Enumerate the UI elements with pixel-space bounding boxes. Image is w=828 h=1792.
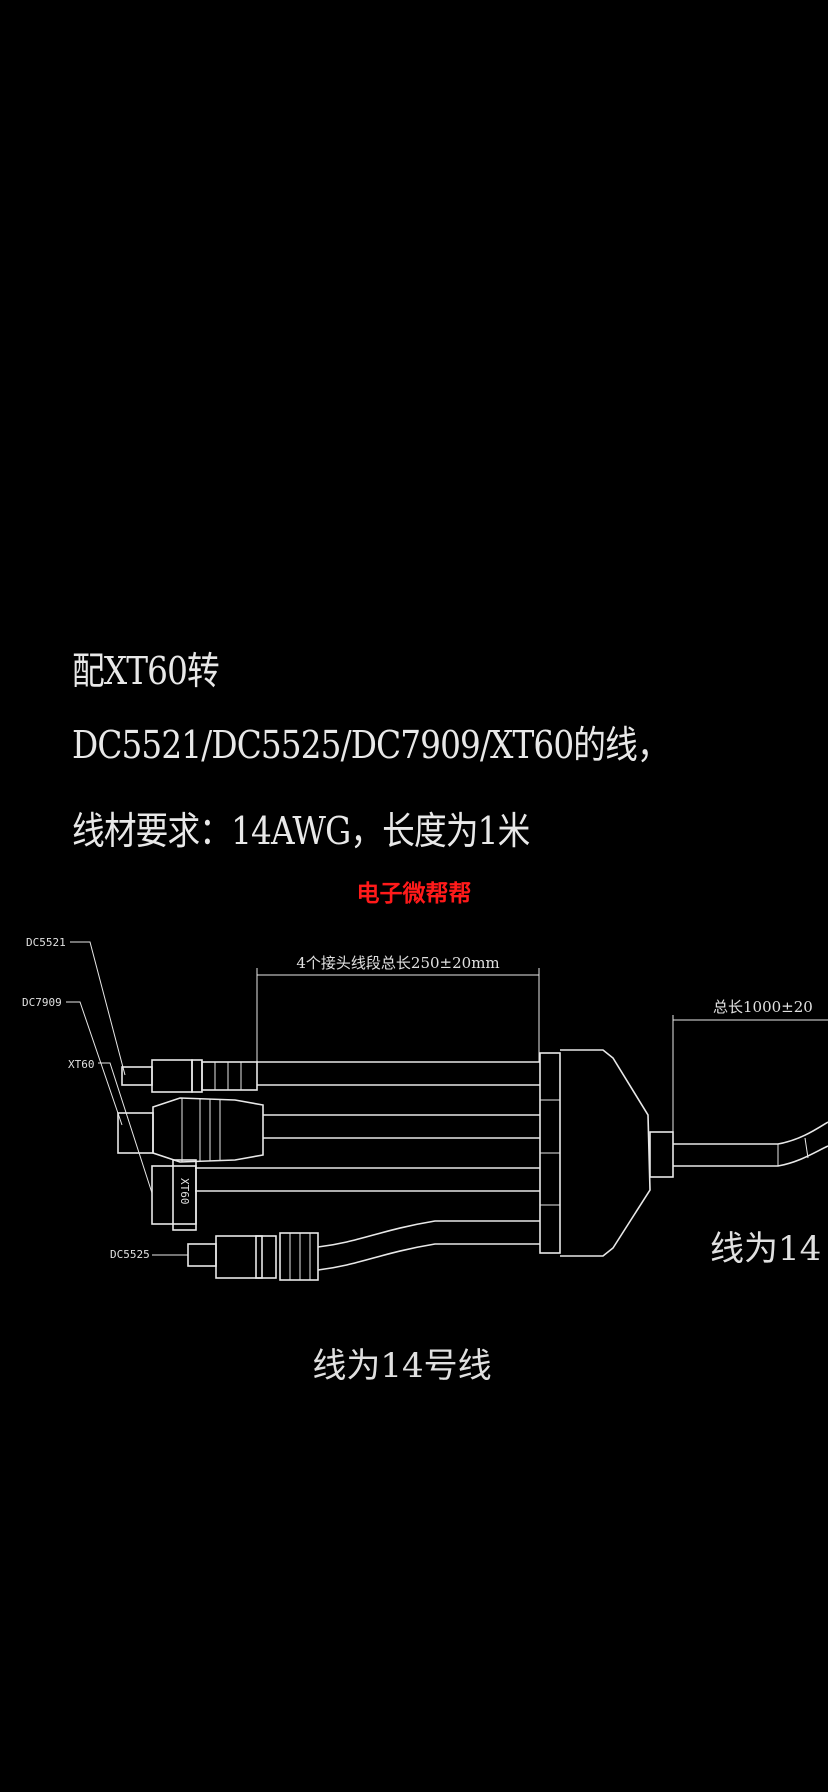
wire-note-right: 线为14 [710,1229,821,1269]
label-dc5521: DC5521 [26,936,66,949]
label-dc7909: DC7909 [22,996,62,1009]
dimension-branch-label: 4个接头线段总长250±20mm [296,954,499,972]
requirement-line-2: DC5521/DC5525/DC7909/XT60的线， [72,723,670,767]
dimension-total: 总长1000±20 [672,998,828,1145]
watermark-text: 电子微帮帮 [357,880,472,907]
connector-dc5525: DC5525 [110,1232,319,1281]
branch-wires [195,1061,540,1271]
main-cable [673,1121,828,1167]
requirement-line-3: 线材要求：14AWG，长度为1米 [72,809,530,853]
connector-xt60: XT60 XT60 [68,1058,197,1231]
label-xt60: XT60 [68,1058,95,1071]
splitter-hub [539,1049,674,1257]
requirement-line-1: 配XT60转 [72,649,220,693]
dimension-branch: 4个接头线段总长250±20mm [256,954,540,1062]
wire-note-bottom: 线为14号线 [312,1346,491,1386]
connector-dc7909: DC7909 [22,996,264,1163]
dimension-total-label: 总长1000±20 [713,998,813,1016]
connector-dc5521: DC5521 [26,936,258,1093]
label-dc5525: DC5525 [110,1248,150,1261]
xt60-body-text: XT60 [178,1178,191,1205]
